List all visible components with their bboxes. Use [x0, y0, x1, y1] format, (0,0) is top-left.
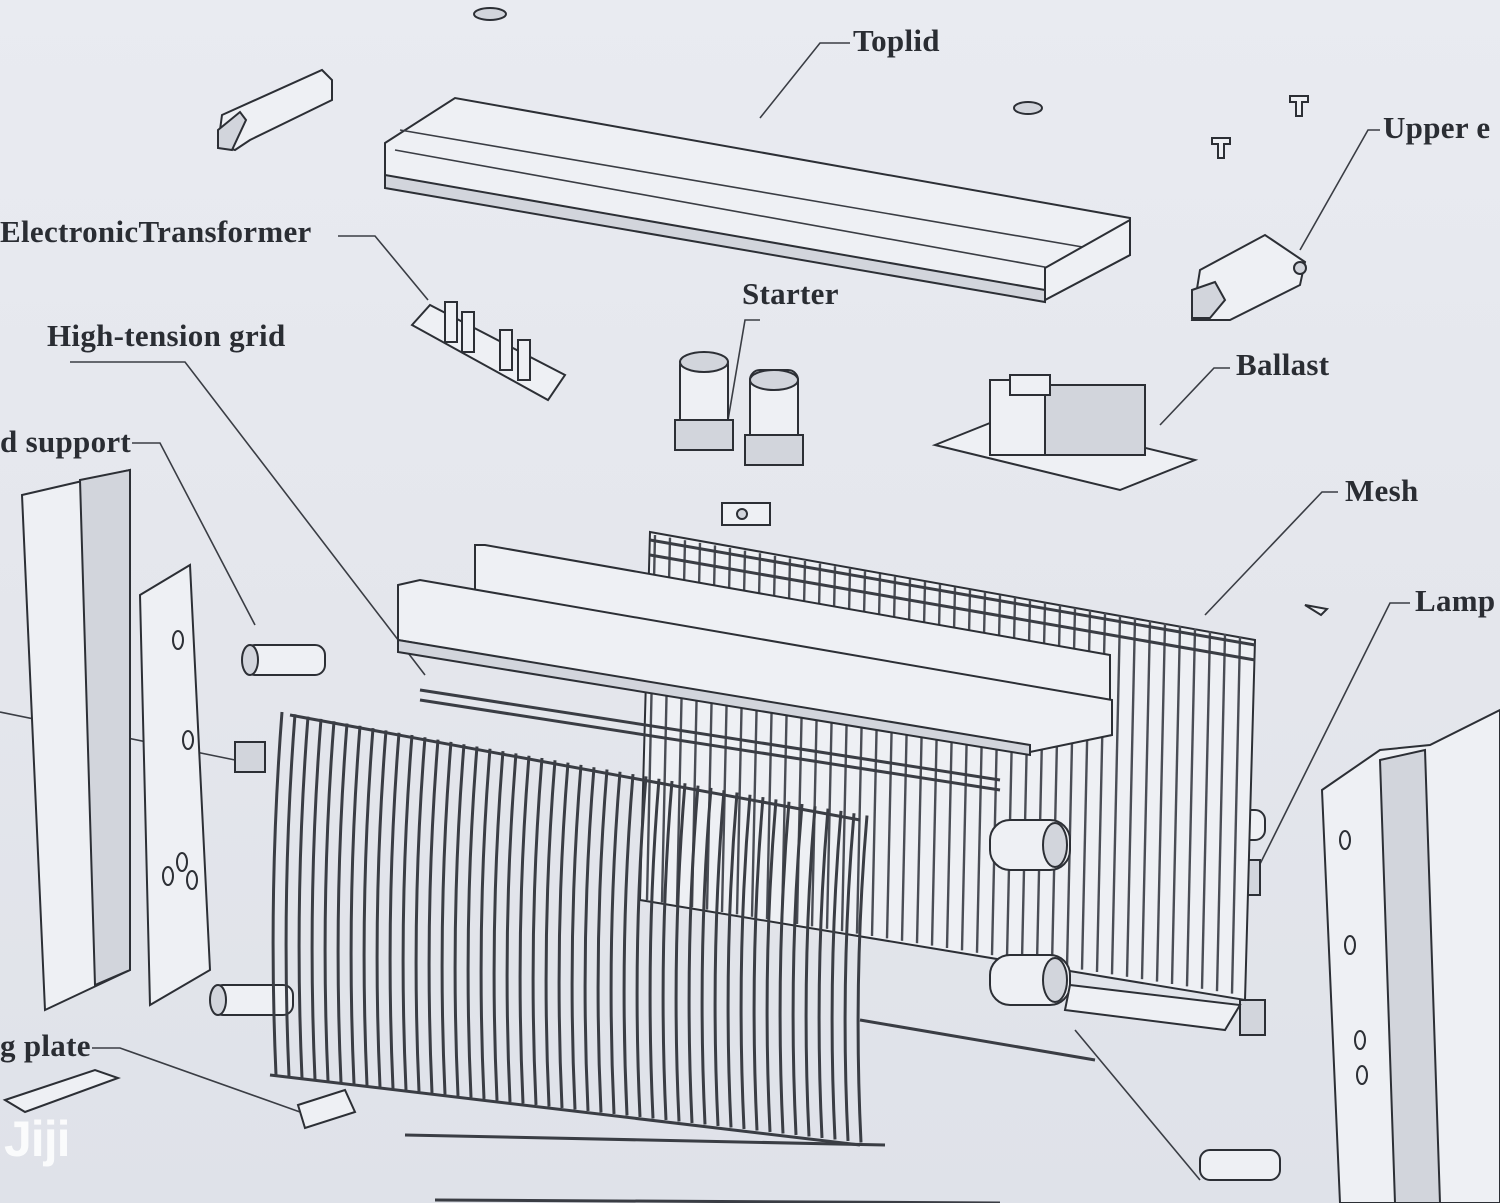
grid-bar: [843, 813, 856, 1142]
grid-bar: [531, 757, 544, 1106]
label-toplid: Toplid: [853, 23, 940, 58]
grid-bar: [284, 714, 297, 1077]
grid-bar: [427, 739, 440, 1094]
grid-bar: [479, 748, 492, 1100]
transformer-part: [410, 301, 567, 402]
grid-bar: [622, 773, 635, 1116]
grid-bar: [297, 716, 310, 1079]
grid-bar: [323, 721, 336, 1082]
grid-bar: [609, 771, 622, 1115]
grid-bar: [271, 711, 284, 1076]
grid-bar: [856, 815, 869, 1143]
watermark-logo: Jiji: [4, 1111, 70, 1167]
grid-bar: [765, 799, 778, 1133]
grid-bar: [739, 794, 752, 1130]
screws: [473, 7, 1330, 617]
insulators-left: [209, 644, 326, 1016]
mesh-bar: [1125, 618, 1137, 977]
grid-bar: [466, 746, 479, 1098]
grid-bar: [310, 718, 323, 1080]
grid-bar: [375, 730, 388, 1088]
starter-part: [674, 351, 804, 466]
mesh-bar: [1200, 631, 1212, 989]
label-mesh: Mesh: [1345, 473, 1419, 508]
mesh-bar: [1215, 633, 1227, 992]
mesh-bar: [1170, 625, 1182, 985]
plate-part: [2, 1068, 357, 1130]
mesh-bar: [1110, 615, 1122, 975]
high-tension-grid-part: [269, 688, 1001, 1147]
mesh-bar: [1140, 620, 1152, 980]
label-starter: Starter: [742, 276, 839, 311]
grid-bar: [687, 785, 700, 1124]
grid-bar: [544, 760, 557, 1107]
ballast-part: [931, 374, 1199, 492]
label-upper-end: Upper e: [1383, 110, 1491, 145]
grid-top-rail: [397, 544, 1113, 757]
clip-part: [721, 502, 771, 526]
grid-bar: [661, 780, 674, 1121]
grid-bar: [726, 792, 739, 1128]
toplid-part: [384, 96, 1131, 304]
grid-bar: [336, 723, 349, 1083]
mesh-bar: [1185, 628, 1197, 987]
grid-bar: [817, 808, 830, 1139]
label-high-tension-grid: High-tension grid: [47, 318, 286, 353]
grid-bar: [492, 750, 505, 1101]
grid-bar: [713, 790, 726, 1127]
grid-support-left: [20, 468, 212, 1012]
grid-bar: [570, 764, 583, 1110]
grid-bar: [674, 783, 687, 1122]
lamp-part: [989, 819, 1242, 1032]
mesh-bar: [1155, 623, 1167, 982]
end-cap-part: [216, 68, 333, 152]
grid-bar: [804, 806, 817, 1137]
grid-bar: [700, 787, 713, 1125]
grid-bar: [505, 753, 518, 1103]
grid-bar: [752, 796, 765, 1131]
grid-bar: [596, 769, 609, 1113]
grid-bar: [349, 725, 362, 1085]
grid-bar: [635, 776, 648, 1118]
grid-bar: [778, 801, 791, 1134]
grid-bar: [791, 803, 804, 1136]
label-ballast: Ballast: [1236, 347, 1330, 382]
grid-bar: [362, 727, 375, 1086]
label-plate: g plate: [0, 1028, 91, 1063]
grid-bar: [388, 732, 401, 1089]
grid-bar: [401, 734, 414, 1091]
grid-bar: [453, 744, 466, 1097]
grid-bar: [414, 737, 427, 1092]
label-lamp: Lamp: [1415, 583, 1496, 618]
label-grid-support: d support: [0, 424, 132, 459]
grid-bar: [440, 741, 453, 1095]
grid-bar: [830, 810, 843, 1140]
grid-support-right: [1320, 708, 1500, 1203]
grid-bar: [648, 778, 661, 1119]
label-electronic-transformer: ElectronicTransformer: [0, 214, 312, 249]
grid-bar: [557, 762, 570, 1109]
grid-bar: [518, 755, 531, 1104]
grid-bar: [583, 767, 596, 1112]
mesh-bar: [1230, 636, 1242, 994]
upper-end-part: [1190, 233, 1307, 321]
